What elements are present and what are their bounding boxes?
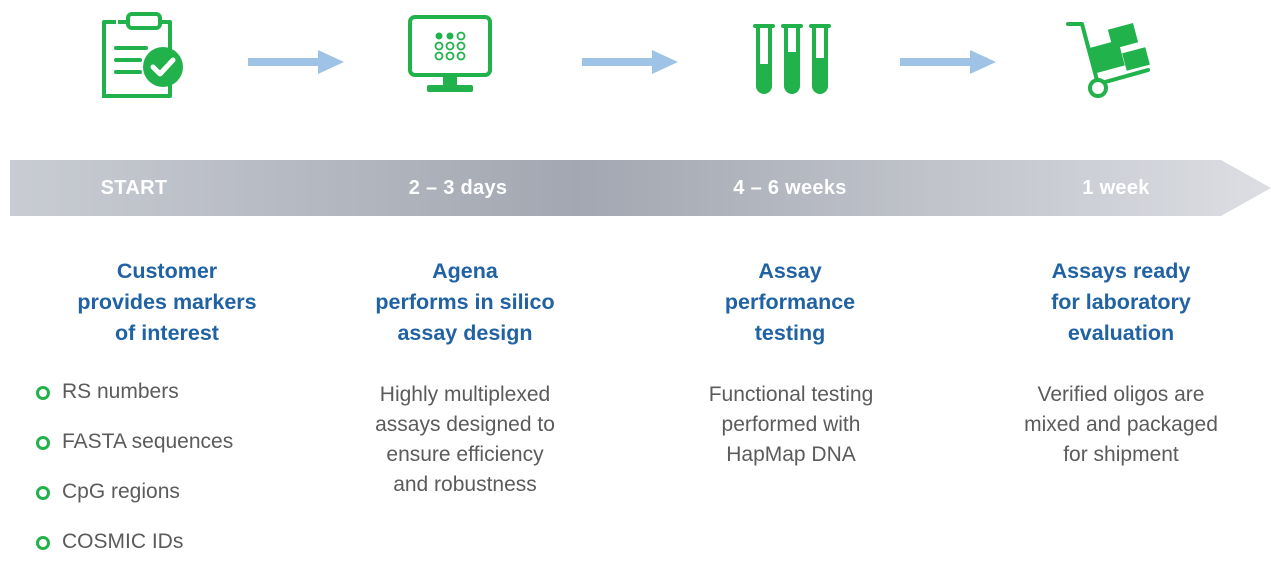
clipboard-check-icon xyxy=(102,12,183,98)
list-item: RS numbers xyxy=(36,376,233,426)
marker-type-list: RS numbers FASTA sequences CpG regions C… xyxy=(36,376,233,576)
list-item: CpG regions xyxy=(36,476,233,526)
timeline-stage-start: START xyxy=(100,177,168,199)
bullet-icon xyxy=(36,386,50,400)
timeline-arrow xyxy=(10,160,1271,216)
bullet-icon xyxy=(36,436,50,450)
bullet-icon xyxy=(36,486,50,500)
test-tubes-icon xyxy=(753,24,831,94)
flow-arrow xyxy=(900,50,996,74)
bullet-icon xyxy=(36,536,50,550)
flow-arrow xyxy=(248,50,344,74)
timeline-stage-ready: 1 week xyxy=(1082,177,1150,199)
timeline-stage-testing: 4 – 6 weeks xyxy=(733,177,847,199)
monitor-grid-icon xyxy=(408,15,492,92)
list-item: COSMIC IDs xyxy=(36,526,233,576)
flow-arrow xyxy=(582,50,678,74)
hand-truck-icon xyxy=(1066,22,1150,98)
list-item: FASTA sequences xyxy=(36,426,233,476)
timeline-stage-design: 2 – 3 days xyxy=(408,177,508,199)
